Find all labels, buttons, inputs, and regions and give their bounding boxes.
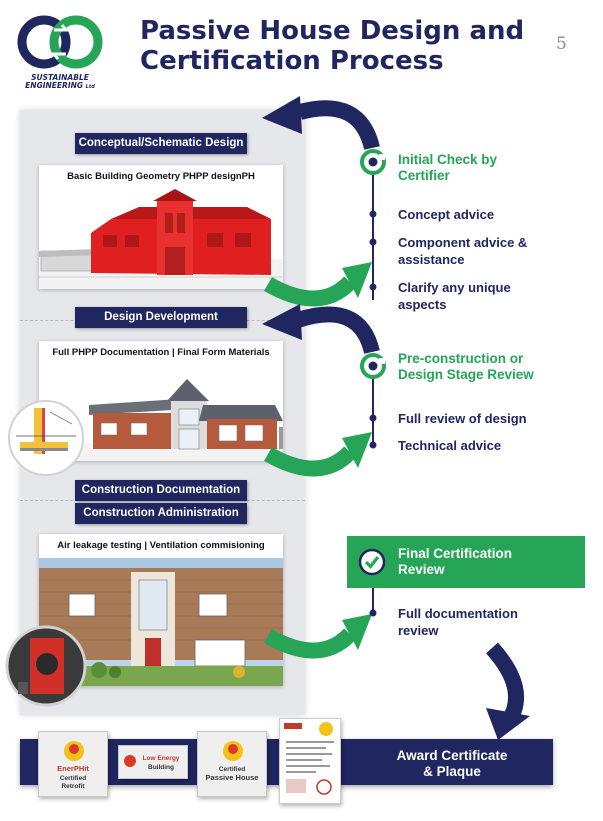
plaque-emblem-icon <box>223 741 243 761</box>
company-logo-icon <box>17 15 103 69</box>
review-title-line: Final Certification <box>398 546 513 561</box>
award-label-line: & Plaque <box>423 764 481 779</box>
review-title-initial-check: Initial Check by Certifier <box>398 152 497 184</box>
card-caption: Basic Building Geometry PHPP designPH <box>67 171 255 182</box>
review-item-line: Full review of design <box>398 411 527 426</box>
review-item-line: aspects <box>398 297 447 312</box>
navy-arrow-head <box>262 96 302 134</box>
review-item: Concept advice <box>398 206 494 223</box>
low-energy-plaque-image: Low Energy Building <box>118 745 188 779</box>
rendered-house-image <box>39 379 283 461</box>
review-item-line: Full documentation <box>398 606 518 621</box>
stage-card-geometry: Basic Building Geometry PHPP designPH <box>39 165 283 289</box>
plaque-line: Certified <box>59 775 87 782</box>
wall-detail-drawing-image <box>8 400 84 476</box>
plaque-brand: EnerPHit <box>57 764 89 773</box>
plaque-emblem-icon <box>64 741 84 761</box>
review-item-line: review <box>398 623 439 638</box>
plaque-line: Retrofit <box>61 783 85 790</box>
award-label-line: Award Certificate <box>396 748 508 763</box>
review-item-line: Concept advice <box>398 207 495 222</box>
plaque-line: Building <box>148 764 174 771</box>
review-item: Full review of design <box>398 410 527 427</box>
plaque-brand: Low Energy <box>142 755 180 762</box>
page-title-line-1: Passive House Design and <box>140 16 525 46</box>
review-title-design-stage: Pre-construction or Design Stage Review <box>398 351 534 383</box>
plaque-line: Certified <box>218 766 246 773</box>
review-title-final: Final Certification Review <box>398 546 512 578</box>
target-ring-icon <box>360 353 386 379</box>
card-caption: Full PHPP Documentation | Final Form Mat… <box>52 347 270 358</box>
review-item-line: Clarify any unique <box>398 280 511 295</box>
stage-label-design-development: Design Development <box>75 307 247 328</box>
review-title-line: Pre-construction or <box>398 351 524 366</box>
plaque-emblem-icon <box>124 755 136 767</box>
stage-label-conceptual: Conceptual/Schematic Design <box>75 133 247 154</box>
final-certification-box <box>347 536 585 588</box>
review-item: Component advice & assistance <box>398 234 527 268</box>
house-photo-image <box>39 558 283 686</box>
stage-label-construction-administration: Construction Administration <box>75 503 247 524</box>
review-item: Full documentation review <box>398 605 518 639</box>
logo-suffix: Ltd <box>85 84 95 90</box>
plaque-brand: Passive House <box>205 773 259 782</box>
red-house-model-image <box>39 189 283 289</box>
review-item: Technical advice <box>398 437 501 454</box>
logo-line-1: SUSTAINABLE <box>31 73 89 82</box>
review-title-line: Initial Check by <box>398 152 498 167</box>
certificate-page-drawing <box>284 722 334 795</box>
review-title-line: Design Stage Review <box>398 367 534 382</box>
review-item-line: Technical advice <box>398 438 502 453</box>
enerphit-plaque-image: EnerPHit Certified Retrofit <box>38 731 108 797</box>
card-caption: Air leakage testing | Ventilation commis… <box>57 540 265 551</box>
page-title: Passive House Design and Certification P… <box>140 16 560 76</box>
passive-house-plaque-image: Certified Passive House <box>197 731 267 797</box>
review-title-line: Review <box>398 562 445 577</box>
review-title-line: Certifier <box>398 168 450 183</box>
blower-door-test-image <box>5 625 87 707</box>
logo-line-2: ENGINEERING <box>25 81 84 90</box>
review-item-line: assistance <box>398 252 465 267</box>
page-number: 5 <box>556 34 567 54</box>
award-label: Award Certificate & Plaque <box>352 748 552 780</box>
review-item: Clarify any unique aspects <box>398 279 511 313</box>
review-item-line: Component advice & <box>398 235 528 250</box>
stage-label-construction-documentation: Construction Documentation <box>75 480 247 501</box>
target-ring-icon <box>360 149 386 175</box>
logo-wordmark: SUSTAINABLE ENGINEERING Ltd <box>14 74 106 91</box>
certificate-document-image <box>279 718 341 804</box>
page-title-line-2: Certification Process <box>140 46 444 76</box>
checkmark-circle-icon <box>358 548 386 576</box>
